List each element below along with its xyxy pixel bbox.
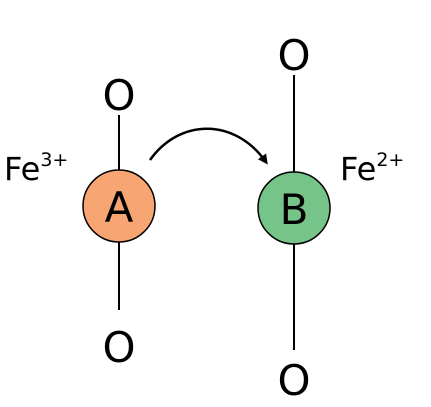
site-b-top-oxygen: O: [277, 31, 310, 80]
site-b-ion-symbol: Fe: [340, 150, 376, 188]
site-a-circle: [82, 169, 156, 243]
site-b-label: B: [280, 185, 309, 234]
site-a-ion-label: Fe3+: [4, 149, 68, 188]
site-b-ion-charge: 2+: [376, 149, 404, 171]
site-b-circle: [257, 171, 331, 245]
site-b-ion-label: Fe2+: [340, 149, 404, 188]
site-a-label: A: [105, 183, 134, 232]
site-b-bottom-oxygen: O: [277, 356, 310, 405]
site-a-bottom-oxygen: O: [102, 323, 135, 372]
site-a-ion-charge: 3+: [40, 149, 68, 171]
site-a: A O O Fe3+: [4, 71, 156, 372]
curved-arrow-icon: [148, 127, 268, 165]
site-a-top-oxygen: O: [102, 71, 135, 120]
site-b: B O O Fe2+: [257, 31, 404, 405]
site-a-ion-symbol: Fe: [4, 150, 40, 188]
